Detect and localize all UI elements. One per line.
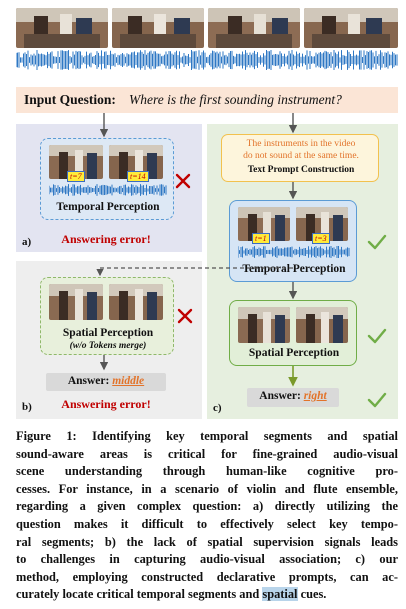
text-prompt-box: The instruments in the video do not soun… [221,134,379,182]
caption-line: regarding a given complex question: a) d… [16,499,398,514]
audio-waveform [49,184,167,196]
cross-icon [176,307,194,330]
video-frame [208,8,300,48]
check-icon [367,234,387,255]
video-frame [109,145,163,179]
highlighted-word: spatial [262,587,298,602]
caption-line: scene understanding through human-like c… [16,464,398,479]
arrows-overlay [96,113,298,387]
panel-letter: b) [22,401,32,413]
figure-caption: Figure 1: Identifying key temporal segme… [16,428,398,604]
caption-line: cesses. For instance, in a scenario of v… [16,481,398,496]
timestep-tag: t=1 [252,233,270,244]
panel-letter: c) [213,402,222,414]
spatial-perception-label: Spatial Perception [62,327,154,339]
input-question-box: Input Question: Where is the first sound… [16,87,398,113]
temporal-perception-label: Temporal Perception [242,263,346,275]
panel-a: t=7 t=14 Temporal Perception Answering e… [16,124,202,252]
video-frame [112,8,204,48]
panel-c: The instruments in the video do not soun… [207,124,398,419]
timestep-tag: t=7 [67,171,85,182]
caption-line: method, employing constructed declarativ… [16,569,398,584]
answer-label: Answer: [259,390,301,402]
caption-line: ral segments; b) the lack of spatial sup… [16,534,398,549]
audio-waveform [238,246,350,258]
timestep-tag: t=3 [312,233,330,244]
spatial-perception-box-b: Spatial Perception (w/o Tokens merge) [40,277,174,355]
prompt-text-line: do not sound at the same time. [243,151,359,161]
check-icon [367,328,387,349]
caption-line: sound-aware areas is critical for fine-g… [16,446,398,461]
video-frame [238,307,290,343]
answer-box-c: Answer: right [247,388,339,407]
spatial-perception-note: (w/o Tokens merge) [69,341,147,351]
answer-value: right [303,390,327,402]
video-frame-strip [16,8,398,70]
temporal-perception-label: Temporal Perception [56,201,160,213]
video-frame [109,284,163,320]
input-question-text: Where is the first sounding instrument? [129,92,342,107]
panel-b: Spatial Perception (w/o Tokens merge) An… [16,261,202,419]
video-frame [16,8,108,48]
timestep-tag: t=14 [127,171,149,182]
spatial-perception-box-c: Spatial Perception [229,300,357,366]
cross-icon [174,172,192,195]
video-frame [296,307,348,343]
video-frame [49,284,103,320]
temporal-perception-box-a: t=7 t=14 Temporal Perception [40,138,174,220]
answering-error-text: Answering error! [61,232,151,246]
video-frame [304,8,398,48]
text-prompt-label: Text Prompt Construction [247,165,355,175]
prompt-text-line: The instruments in the video [246,139,356,149]
caption-line: curately locate critical temporal segmen… [16,586,398,604]
audio-waveform [16,50,398,70]
caption-line: to challenges in capturing audio-visual … [16,552,398,567]
caption-text: curately locate critical temporal segmen… [16,587,263,602]
dashed-arrow [96,267,293,277]
answering-error-text: Answering error! [61,397,151,411]
answer-label: Answer: [67,375,110,387]
spatial-perception-label: Spatial Perception [248,347,340,359]
panel-letter: a) [22,236,32,248]
caption-line: Figure 1: Identifying key temporal segme… [16,429,398,443]
answer-box-b: Answer: middle [46,373,166,391]
input-question-label: Input Question: [24,92,116,107]
answer-value: middle [112,375,145,387]
caption-text: cues. [297,587,327,602]
caption-line: question makes it difficult to effective… [16,516,398,531]
check-icon [367,392,387,413]
